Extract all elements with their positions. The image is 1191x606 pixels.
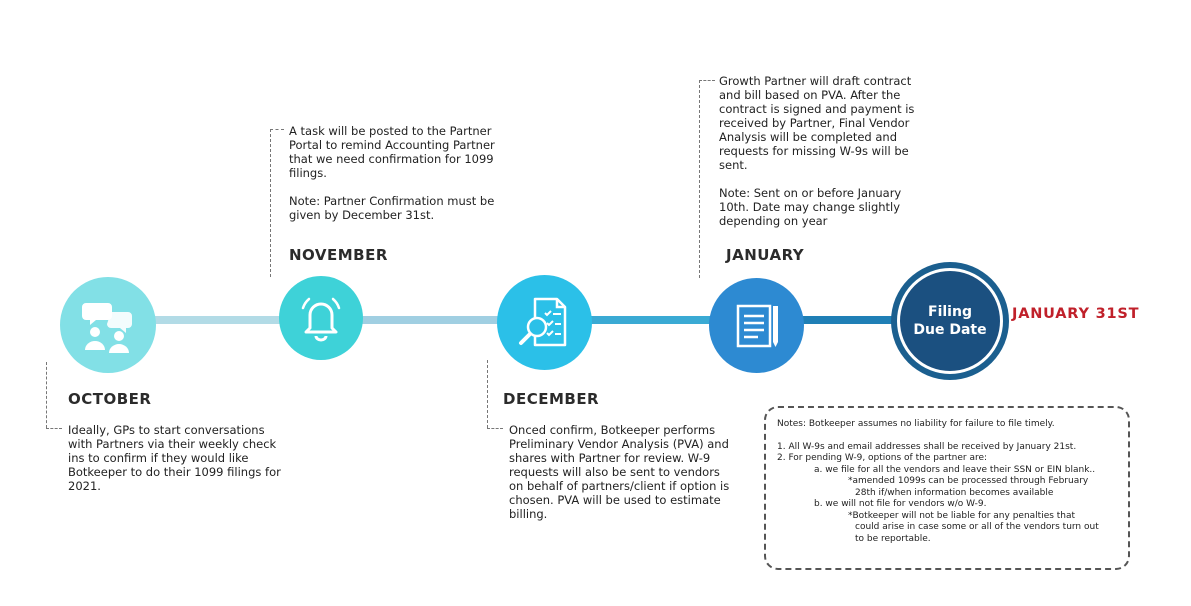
- timeline-bar-4: [800, 316, 896, 324]
- december-connector-tick: [487, 428, 503, 429]
- notes-line-7: *Botkeeper will not be liable for any pe…: [848, 510, 1076, 521]
- notes-box: Notes: Botkeeper assumes no liability fo…: [764, 406, 1130, 570]
- bell-icon: [301, 297, 341, 342]
- november-connector-tick: [270, 129, 284, 130]
- october-connector: [46, 362, 47, 428]
- chat-people-icon: [82, 303, 132, 353]
- document-pen-icon: [736, 304, 778, 347]
- notes-line-4: *amended 1099s can be processed through …: [848, 476, 1089, 486]
- november-description: A task will be posted to the Partner Por…: [289, 124, 505, 222]
- january-connector: [699, 80, 700, 278]
- december-node: [497, 275, 592, 370]
- december-text: Onced confirm, Botkeeper performs Prelim…: [509, 423, 730, 521]
- notes-line-1: 1. All W-9s and email addresses shall be…: [777, 441, 1077, 452]
- november-connector: [270, 129, 271, 277]
- due-date-label: Due Date: [913, 322, 987, 338]
- december-description: Onced confirm, Botkeeper performs Prelim…: [509, 423, 735, 521]
- october-node: [60, 277, 156, 373]
- october-text: Ideally, GPs to start conversations with…: [68, 423, 281, 493]
- october-label: OCTOBER: [68, 390, 152, 408]
- notes-title: Notes: Botkeeper assumes no liability fo…: [777, 419, 1055, 429]
- october-description: Ideally, GPs to start conversations with…: [68, 423, 292, 493]
- january-description: Growth Partner will draft contract and b…: [719, 74, 925, 228]
- notes-line-8: could arise in case some or all of the v…: [855, 522, 1099, 532]
- december-connector: [487, 360, 488, 428]
- notes-line-5: 28th if/when information becomes availab…: [855, 487, 1054, 498]
- notes-line-9: to be reportable.: [855, 533, 931, 544]
- november-node: [279, 276, 363, 360]
- magnifier-checklist-icon: [518, 297, 566, 346]
- notes-line-2: 2. For pending W-9, options of the partn…: [777, 453, 988, 463]
- january-note: Note: Sent on or before January 10th. Da…: [719, 186, 902, 228]
- november-note: Note: Partner Confirmation must be given…: [289, 194, 495, 222]
- filing-due-date-inner: Filing Due Date: [897, 268, 1003, 374]
- november-text: A task will be posted to the Partner Por…: [289, 124, 495, 180]
- due-date-text: JANUARY 31ST: [1012, 306, 1140, 322]
- january-label: JANUARY: [726, 246, 805, 264]
- timeline-bar-2: [360, 316, 502, 324]
- january-connector-tick: [699, 80, 715, 81]
- december-label: DECEMBER: [503, 390, 600, 408]
- october-connector-tick: [46, 428, 62, 429]
- notes-line-3: a. we file for all the vendors and leave…: [814, 464, 1096, 475]
- january-node: [709, 278, 804, 373]
- november-label: NOVEMBER: [289, 246, 388, 264]
- filing-label: Filing: [928, 304, 972, 320]
- filing-due-date-node: Filing Due Date: [891, 262, 1009, 380]
- notes-line-6: b. we will not file for vendors w/o W-9.: [814, 499, 987, 509]
- timeline-bar-1: [150, 316, 282, 324]
- timeline-bar-3: [588, 316, 714, 324]
- january-text: Growth Partner will draft contract and b…: [719, 74, 915, 172]
